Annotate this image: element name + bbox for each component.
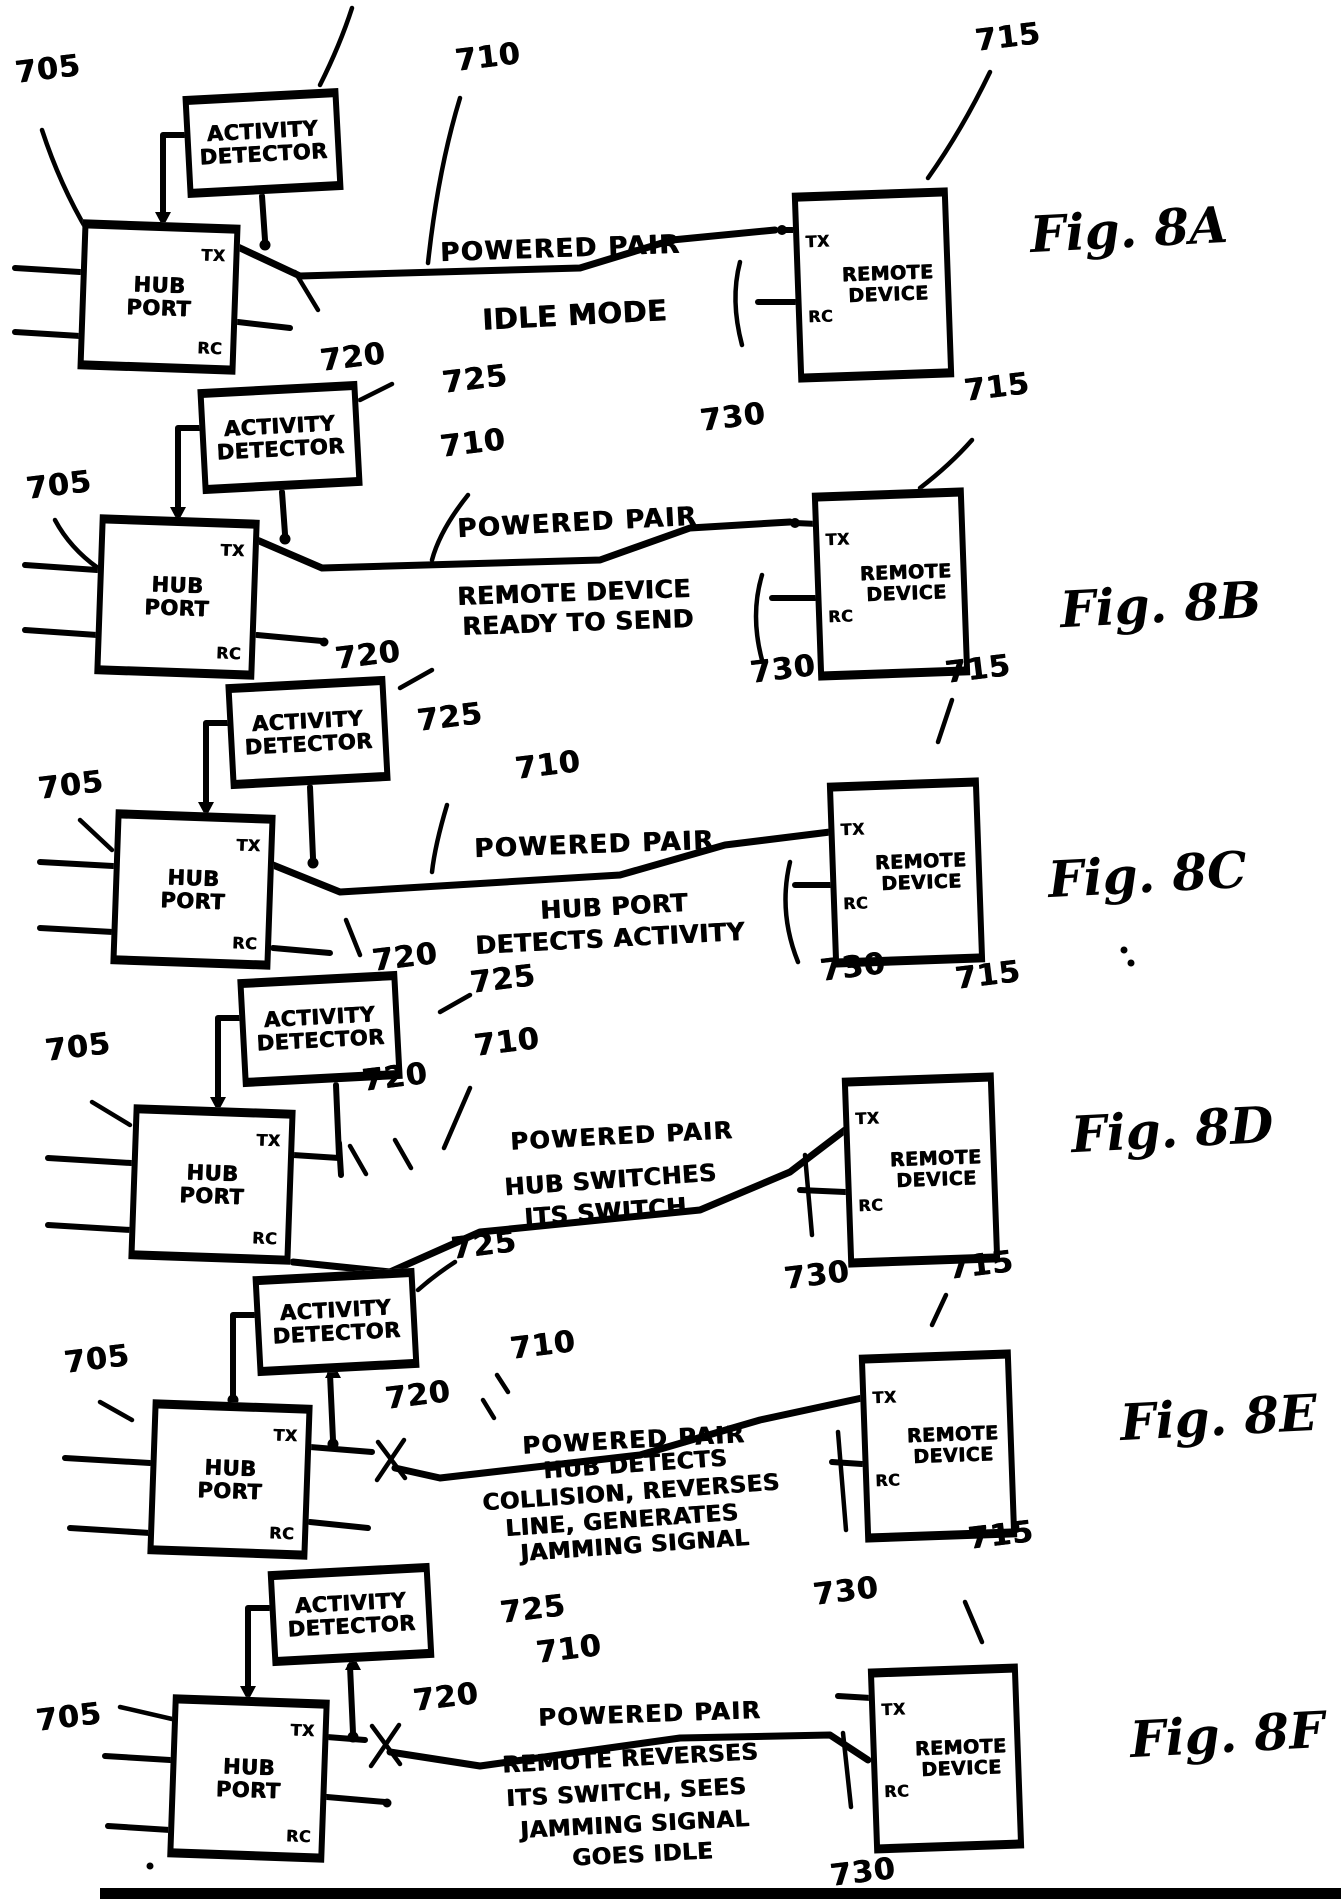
- activity-detector-box: ACTIVITY DETECTOR: [268, 1563, 435, 1666]
- hub-port-label: PORT: [136, 1182, 287, 1210]
- hub-port-box: HUB PORT TX RC: [94, 514, 259, 679]
- remote-device-box: REMOTE DEVICE TX RC: [868, 1663, 1024, 1853]
- hub-port-label: PORT: [175, 1776, 321, 1804]
- remote-device-label: DEVICE: [898, 1444, 1009, 1468]
- tx-label: TX: [840, 820, 865, 838]
- rc-label: RC: [197, 339, 223, 357]
- activity-detector-box: ACTIVITY DETECTOR: [252, 1268, 419, 1376]
- figure-caption-8d: Fig. 8D: [1070, 1095, 1275, 1165]
- tx-label: TX: [201, 246, 226, 264]
- remote-device-box: REMOTE DEVICE TX RC: [827, 777, 985, 967]
- tx-label: TX: [881, 1700, 906, 1718]
- tx-label: TX: [805, 232, 830, 250]
- figure-caption-8e: Fig. 8E: [1119, 1383, 1319, 1452]
- hub-port-box: HUB PORT TX RC: [77, 219, 240, 374]
- hub-port-box: HUB PORT TX RC: [128, 1104, 295, 1265]
- hub-port-label: PORT: [155, 1477, 304, 1505]
- remote-device-label: DEVICE: [866, 870, 977, 894]
- rc-label: RC: [875, 1471, 901, 1489]
- remote-device-label: DEVICE: [881, 1168, 992, 1192]
- rc-label: RC: [252, 1229, 278, 1247]
- rc-label: RC: [232, 934, 258, 952]
- remote-device-box: REMOTE DEVICE TX RC: [842, 1072, 1001, 1267]
- hub-port-label: PORT: [102, 594, 251, 622]
- tx-label: TX: [256, 1132, 281, 1150]
- tx-label: TX: [273, 1426, 298, 1444]
- hub-port-box: HUB PORT TX RC: [147, 1399, 312, 1559]
- rc-label: RC: [843, 894, 869, 912]
- hub-port-label: PORT: [85, 294, 232, 322]
- figure-caption-8b: Fig. 8B: [1059, 570, 1263, 639]
- tx-label: TX: [825, 530, 850, 548]
- figure-caption-8a: Fig. 8A: [1029, 195, 1230, 264]
- rc-label: RC: [269, 1524, 295, 1542]
- figure-caption-8f: Fig. 8F: [1129, 1700, 1326, 1769]
- activity-detector-box: ACTIVITY DETECTOR: [182, 88, 343, 198]
- remote-device-label: DEVICE: [851, 582, 962, 606]
- figure-caption-8c: Fig. 8C: [1047, 840, 1249, 909]
- tx-label: TX: [220, 541, 245, 559]
- activity-detector-box: ACTIVITY DETECTOR: [225, 676, 390, 789]
- activity-detector-label: DETECTOR: [191, 139, 336, 169]
- hub-port-box: HUB PORT TX RC: [167, 1694, 330, 1862]
- rc-label: RC: [828, 607, 854, 625]
- rc-label: RC: [216, 644, 242, 662]
- tx-label: TX: [855, 1109, 880, 1127]
- rc-label: RC: [808, 307, 834, 325]
- hub-port-label: PORT: [118, 887, 267, 915]
- tx-label: TX: [236, 836, 261, 854]
- remote-device-box: REMOTE DEVICE TX RC: [792, 187, 955, 382]
- hub-port-box: HUB PORT TX RC: [110, 809, 275, 969]
- remote-device-box: REMOTE DEVICE TX RC: [859, 1349, 1017, 1542]
- rc-label: RC: [884, 1782, 910, 1800]
- activity-detector-label: DETECTOR: [246, 1025, 395, 1055]
- tx-label: TX: [290, 1721, 315, 1739]
- remote-device-box: REMOTE DEVICE TX RC: [812, 487, 970, 680]
- rc-label: RC: [858, 1196, 884, 1214]
- tx-label: TX: [872, 1388, 897, 1406]
- rc-label: RC: [286, 1827, 312, 1845]
- remote-device-label: DEVICE: [907, 1756, 1016, 1780]
- activity-detector-box: ACTIVITY DETECTOR: [197, 381, 362, 494]
- remote-device-label: DEVICE: [831, 282, 946, 306]
